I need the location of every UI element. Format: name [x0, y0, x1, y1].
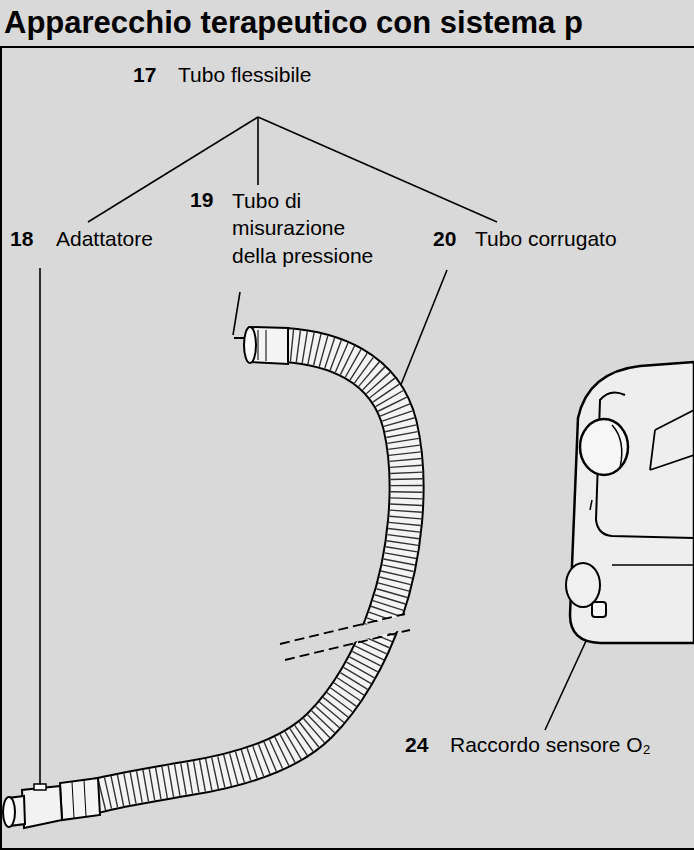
part-name: Raccordo sensore O₂ — [450, 732, 651, 758]
cuff-ring — [258, 330, 266, 361]
part-name: Tubo corrugato — [475, 226, 617, 252]
frame — [1, 47, 694, 849]
cuff-ring — [72, 780, 86, 818]
outlet-port — [566, 563, 600, 607]
page-title: Apparecchio terapeutico con sistema p — [4, 4, 583, 43]
knob-shade — [612, 425, 622, 468]
break-line — [285, 630, 410, 660]
adapter-opening — [3, 797, 15, 827]
leader-line — [233, 292, 240, 335]
pressure-nipple — [234, 337, 244, 339]
tube-body — [96, 345, 407, 796]
tube-outline — [96, 345, 407, 796]
tube-cuff — [60, 778, 100, 820]
device-display — [650, 410, 694, 470]
tube-ribs — [96, 345, 407, 796]
leader-line — [257, 117, 259, 185]
adapter-port — [34, 784, 46, 790]
callout-number: 19 — [190, 187, 213, 213]
knob — [580, 419, 628, 475]
device-seam — [612, 564, 694, 566]
part-name: Tubo flessibile — [178, 62, 311, 88]
callout-number: 20 — [433, 226, 456, 252]
tube-end — [244, 327, 256, 363]
callout-number: 18 — [10, 226, 33, 252]
leader-lines — [40, 117, 598, 792]
button-mark — [590, 500, 592, 510]
corrugated-tube — [60, 327, 410, 820]
break-line — [280, 614, 405, 644]
callout-number: 17 — [133, 62, 156, 88]
callout-number: 24 — [405, 732, 428, 758]
adapter — [3, 784, 62, 828]
therapy-device — [566, 362, 694, 643]
part-name: Adattatore — [56, 226, 153, 252]
part-name: Tubo di misurazione della pressione — [232, 187, 390, 269]
leader-line — [398, 270, 447, 392]
o2-sensor-port — [592, 602, 606, 617]
leader-line — [39, 268, 41, 792]
adapter-body — [22, 786, 62, 828]
break-gap — [280, 614, 410, 659]
